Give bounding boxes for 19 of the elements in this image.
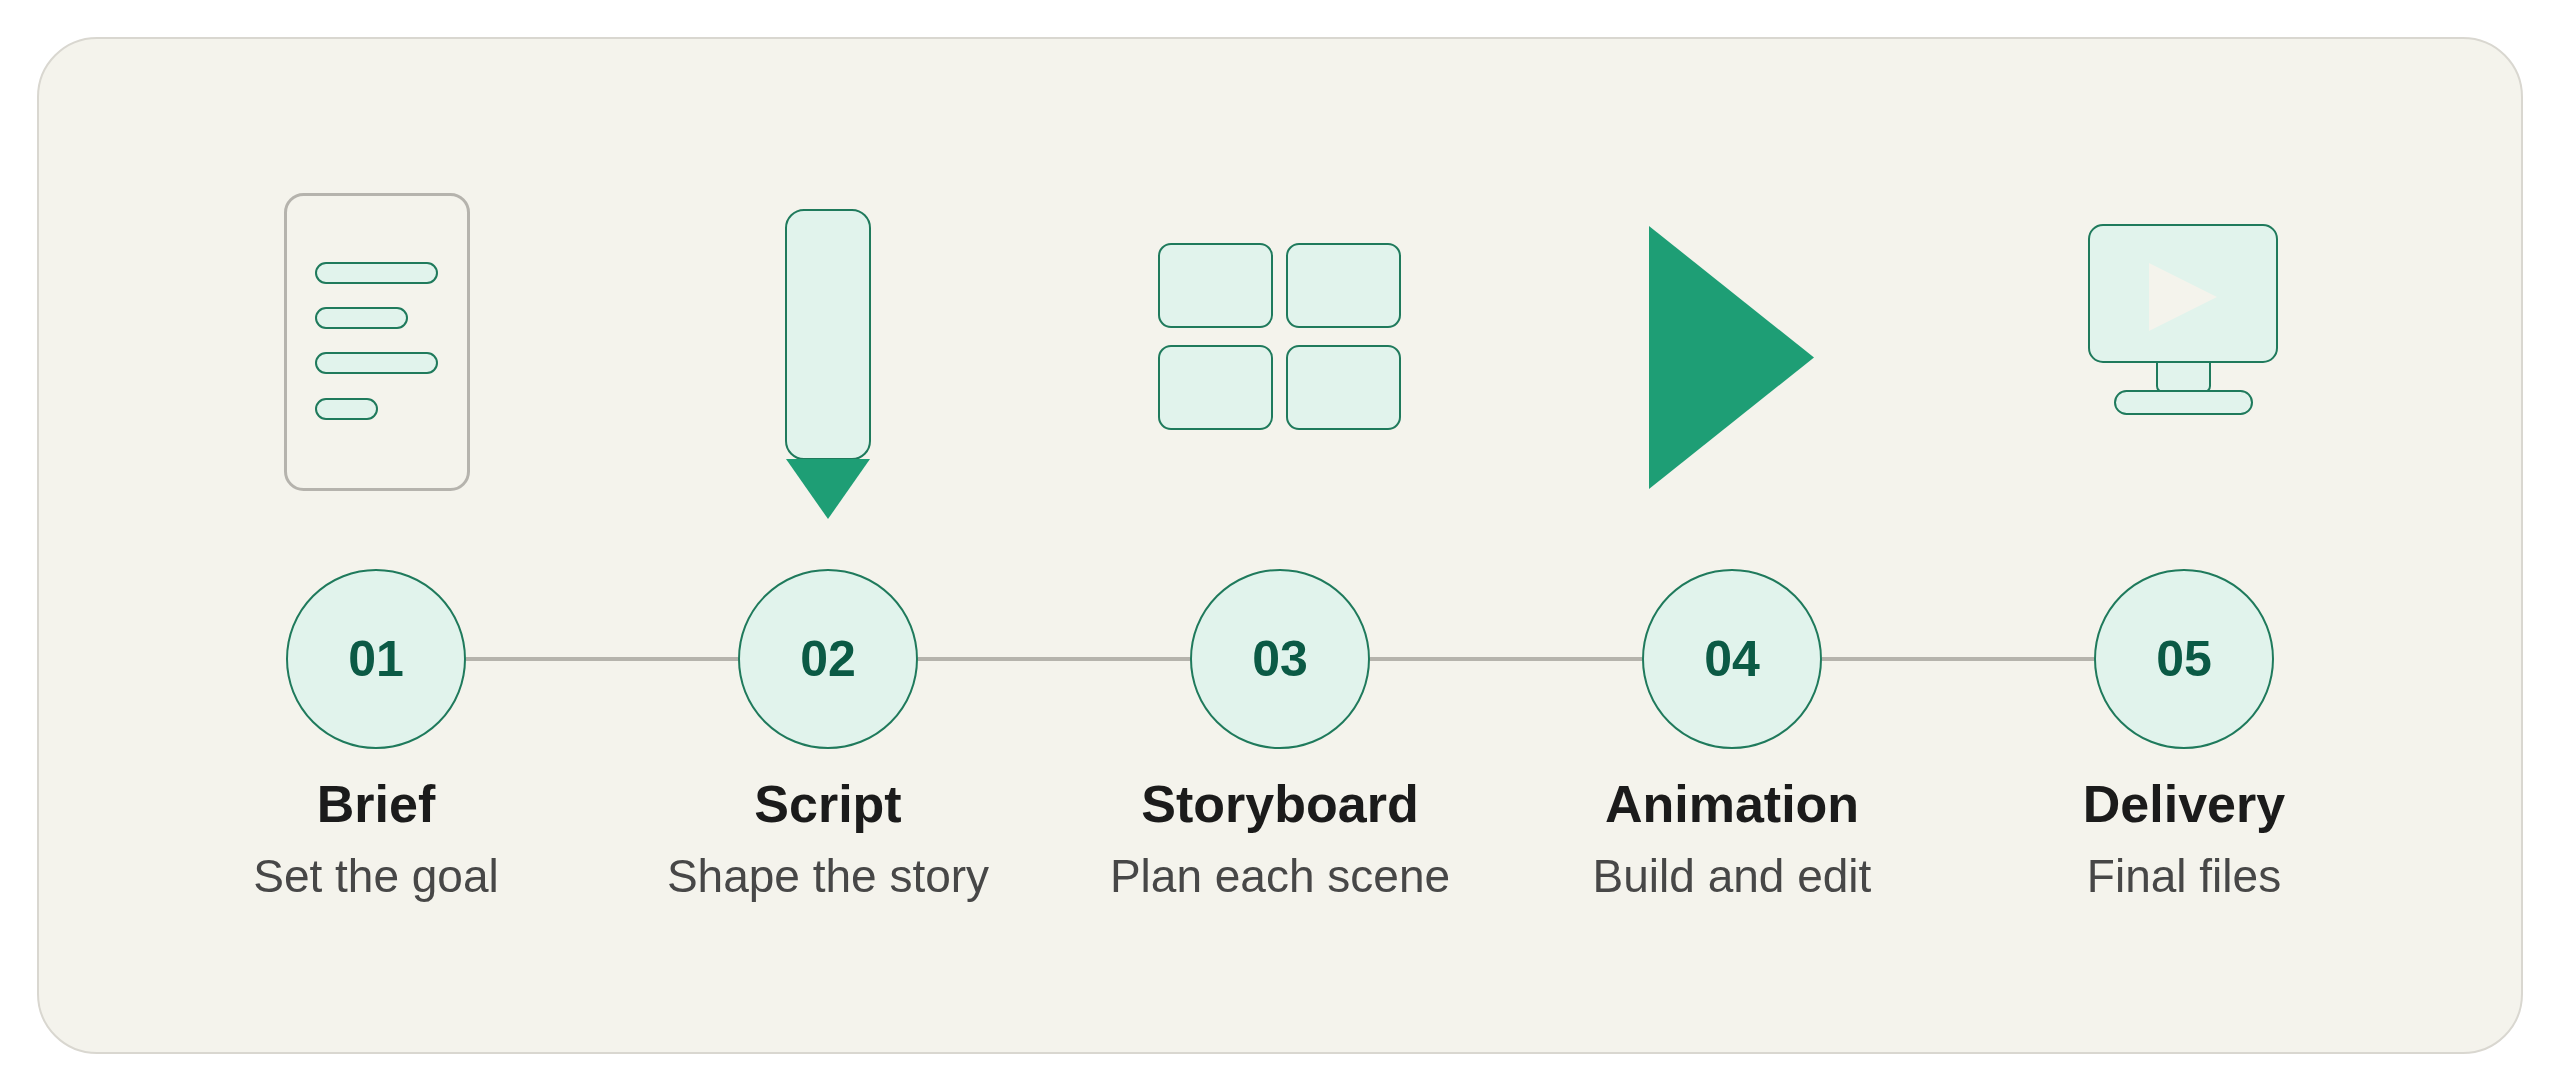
step-description: Set the goal bbox=[253, 849, 499, 905]
step-title: Delivery bbox=[2082, 774, 2286, 835]
connector-line bbox=[1370, 657, 1642, 661]
step-number: 05 bbox=[2156, 634, 2212, 684]
connector-line bbox=[1822, 657, 2094, 661]
step-number: 04 bbox=[1704, 634, 1760, 684]
step-description: Build and edit bbox=[1592, 849, 1872, 905]
step-description: Final files bbox=[2086, 849, 2282, 905]
step-title: Script bbox=[754, 774, 902, 835]
step-number: 02 bbox=[800, 634, 856, 684]
step-number: 03 bbox=[1252, 634, 1308, 684]
step-description: Shape the story bbox=[666, 849, 990, 905]
step-description: Plan each scene bbox=[1109, 849, 1451, 905]
connector-line bbox=[466, 657, 738, 661]
connector-line bbox=[918, 657, 1190, 661]
step-number: 01 bbox=[348, 634, 404, 684]
step-title: Brief bbox=[316, 774, 436, 835]
step-title: Storyboard bbox=[1141, 774, 1419, 835]
step-title: Animation bbox=[1604, 774, 1860, 835]
